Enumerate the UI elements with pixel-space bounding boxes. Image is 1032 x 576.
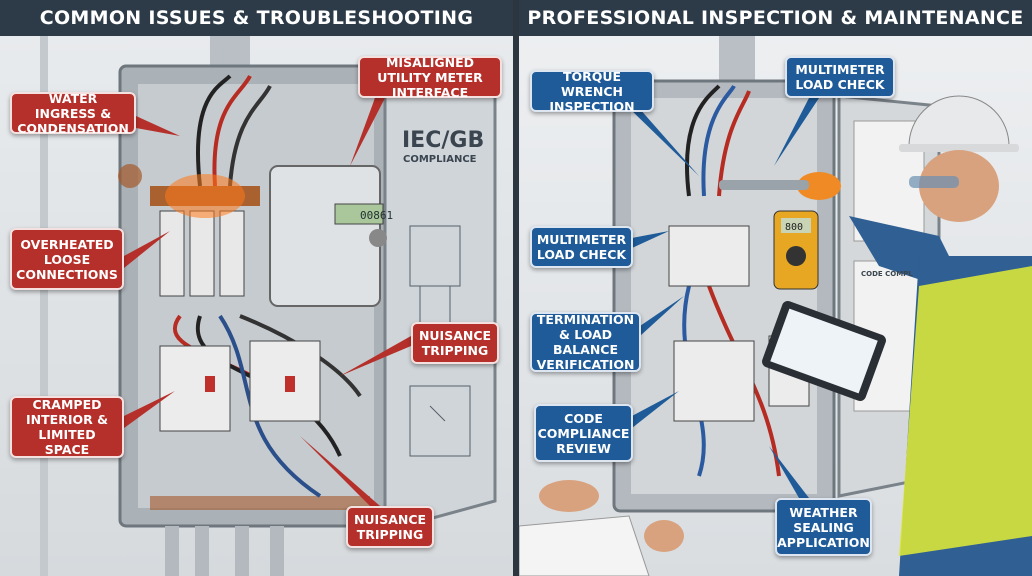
callout-misaligned-meter: MISALIGNED UTILITY METER INTERFACE [358,55,502,100]
callout-weather-sealing: WEATHER SEALING APPLICATION [775,498,872,556]
callout-termination-load-balance: TERMINATION & LOAD BALANCE VERIFICATION [530,312,641,372]
callout-multimeter-load-check-1: MULTIMETER LOAD CHECK [785,56,895,98]
callout-multimeter-load-check-2: MULTIMETER LOAD CHECK [530,226,633,268]
inspection-illustration: 800 [519,36,1032,576]
callout-pointers [629,98,819,498]
left-panel-title: COMMON ISSUES & TROUBLESHOOTING [0,0,513,36]
callout-pointers [124,98,411,506]
meter [269,165,387,307]
callout-nuisance-tripping-2: NUISANCE TRIPPING [346,506,434,548]
multimeter [773,210,819,290]
conduits [165,526,284,576]
callout-code-compliance: CODE COMPLIANCE REVIEW [534,404,633,462]
right-panel-title: PROFESSIONAL INSPECTION & MAINTENANCE [519,0,1032,36]
callout-overheated-connections: OVERHEATED LOOSE CONNECTIONS [10,228,124,290]
multimeter-display: 800 [785,222,803,233]
common-issues-panel: COMMON ISSUES & TROUBLESHOOTING [0,0,513,576]
door-compliance-label: COMPLIANCE [403,154,477,165]
lower-breakers [159,340,321,432]
enclosure [612,79,836,513]
faulty-panel-illustration: 00861 [40,36,497,576]
overheated-breakers [150,174,260,297]
inspector-hands [519,480,684,576]
door-standard-label: IEC/GB [402,128,485,153]
inspection-panel: PROFESSIONAL INSPECTION & MAINTENANCE [519,0,1032,576]
meter-display: 00861 [360,209,393,222]
callout-cramped-interior: CRAMPED INTERIOR & LIMITED SPACE [10,396,124,458]
callout-torque-wrench: TORQUE WRENCH INSPECTION [530,69,654,114]
panel-divider [513,0,519,576]
door-document-label: CODE COMPL [861,270,913,278]
callout-nuisance-tripping-1: NUISANCE TRIPPING [411,322,499,364]
callout-water-ingress: WATER INGRESS & CONDENSATION [10,91,136,136]
technician [719,95,1032,576]
